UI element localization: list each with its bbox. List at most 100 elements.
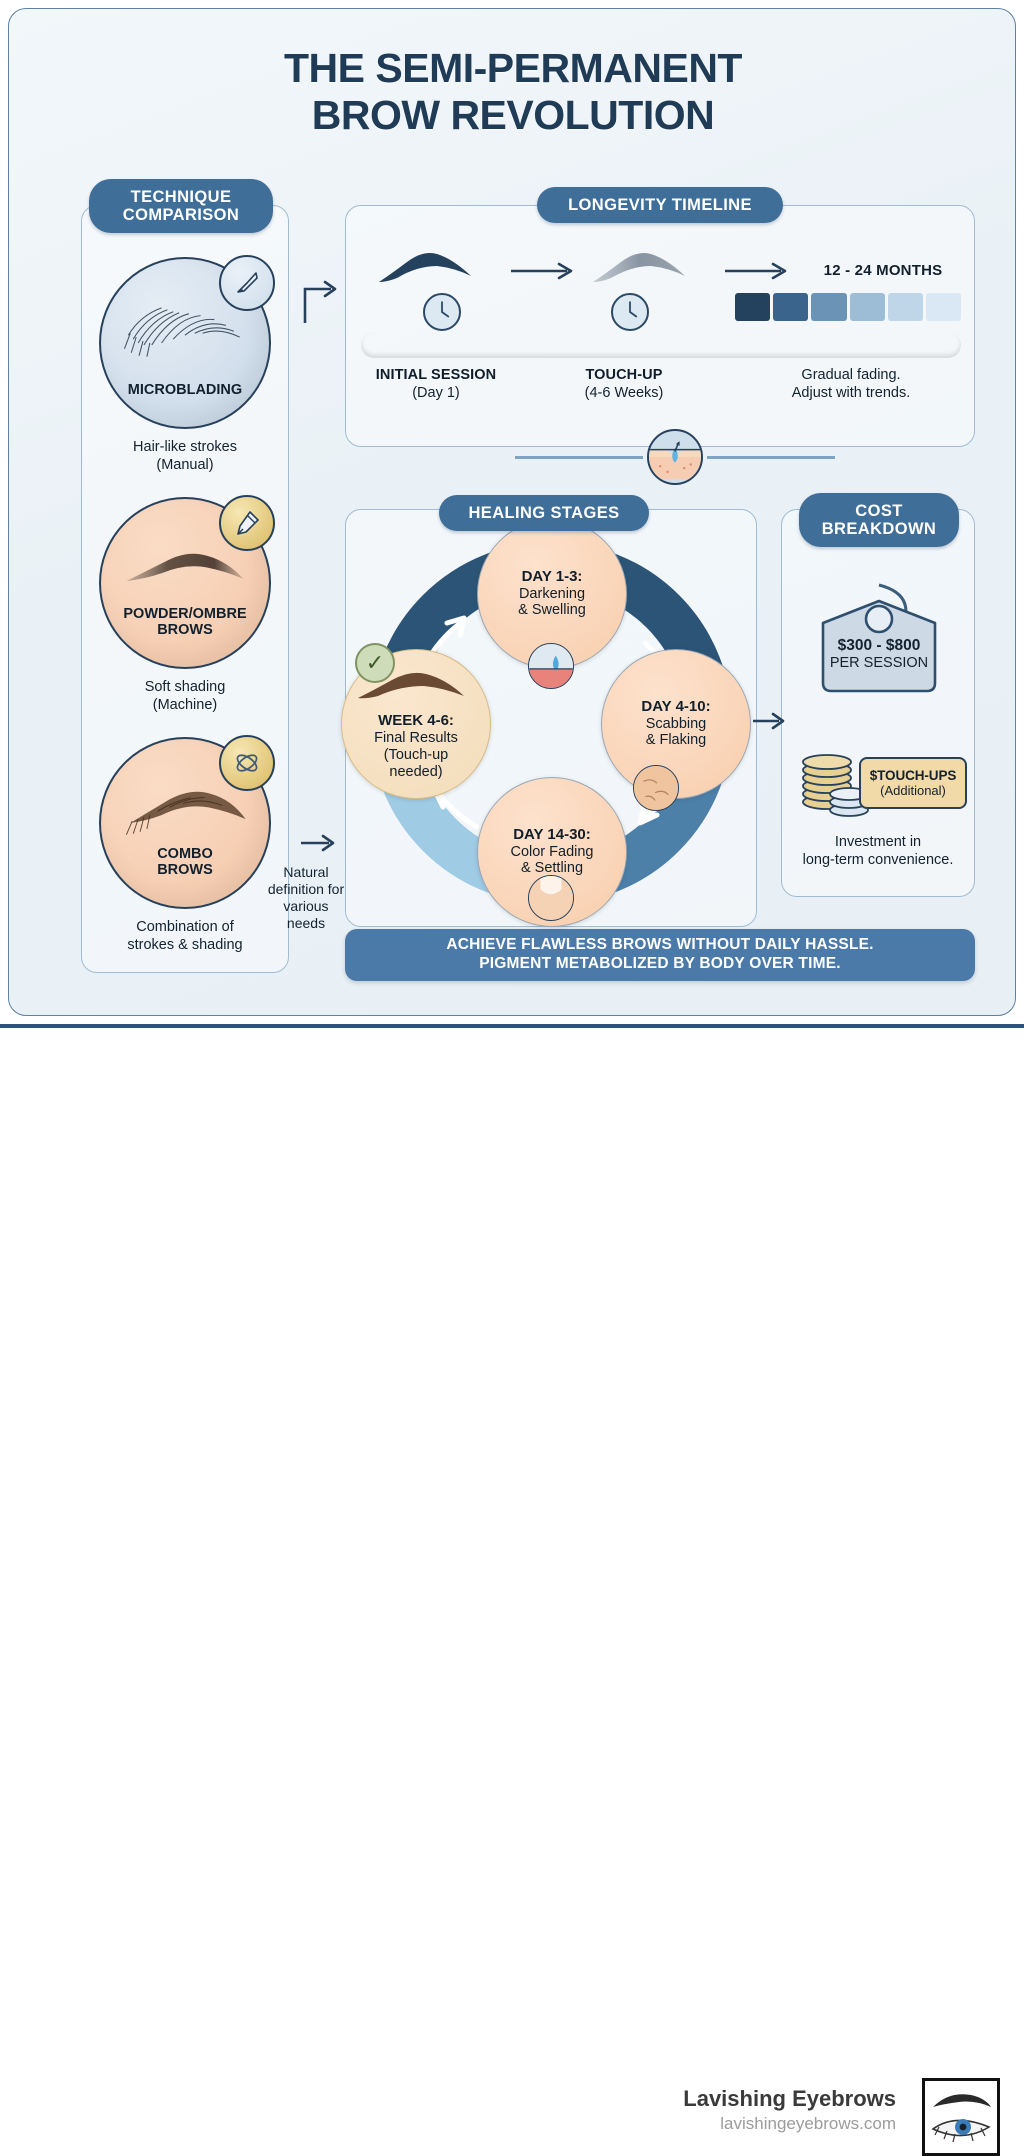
- connector-dash-left: [515, 456, 643, 459]
- technique-card-microblading[interactable]: MICROBLADING Hair-like strokes (Manual): [81, 255, 289, 475]
- fade-swatch: [925, 293, 962, 321]
- technique-card-combo[interactable]: COMBO BROWS Combination of strokes & sha…: [81, 735, 289, 955]
- stage-1-title: DAY 1-3:: [521, 567, 583, 585]
- price-tag-icon: [821, 583, 937, 693]
- combo-atom-icon: [219, 735, 275, 791]
- pigment-skin-layer-icon: [647, 429, 703, 485]
- stage-3-title: DAY 14-30:: [513, 825, 591, 843]
- fade-note-line-2: Adjust with trends.: [791, 384, 911, 401]
- stage-4-desc-2: (Touch-up: [383, 746, 449, 763]
- technique-heading-line-2: COMPARISON: [122, 206, 240, 224]
- stage-1-desc-2: & Swelling: [518, 602, 586, 619]
- powder-ombre-illustration: POWDER/OMBRE BROWS: [99, 495, 275, 669]
- brand-website: lavishingeyebrows.com: [720, 2114, 896, 2133]
- brand-block: Lavishing Eyebrows lavishingeyebrows.com: [683, 2086, 896, 2134]
- microblading-description: Hair-like strokes (Manual): [81, 438, 289, 475]
- touchup-cost-tag: $TOUCH-UPS (Additional): [859, 757, 967, 809]
- timeline-progress-bar: [361, 332, 961, 358]
- stage-3-desc-1: Color Fading: [510, 843, 594, 860]
- blade-icon: [219, 255, 275, 311]
- hair-stroke-brow-icon: [123, 307, 240, 357]
- check-icon: ✓: [355, 643, 395, 683]
- months-label: 12 - 24 MONTHS: [823, 262, 943, 279]
- cost-breakdown-heading: COST BREAKDOWN: [799, 493, 959, 547]
- longevity-timeline-heading: LONGEVITY TIMELINE: [537, 187, 783, 223]
- fade-swatch: [735, 293, 771, 321]
- healing-cycle-ring: DAY 1-3: Darkening & Swelling DAY 4-10: …: [341, 519, 751, 927]
- microblading-sub-1: Hair-like strokes: [133, 439, 237, 455]
- cost-breakdown-panel: [781, 509, 975, 897]
- timeline-step-touchup: TOUCH-UP (4-6 Weeks): [549, 367, 699, 402]
- timeline-step-initial: INITIAL SESSION (Day 1): [361, 367, 511, 402]
- connector-arrow-to-cost: [753, 712, 785, 730]
- price-unit: PER SESSION: [829, 655, 929, 671]
- clock-icon-initial: [423, 293, 461, 331]
- connector-dash-right: [707, 456, 835, 459]
- connector-arrow-to-timeline: [303, 280, 337, 323]
- timeline-step-initial-sub: (Day 1): [412, 384, 460, 401]
- final-brow-icon: [358, 672, 464, 699]
- timeline-step-initial-title: INITIAL SESSION: [375, 367, 497, 383]
- natural-definition-note: Natural definition for various needs: [267, 864, 345, 932]
- combo-sub-1: Combination of: [136, 919, 234, 935]
- powder-ombre-description: Soft shading (Machine): [81, 678, 289, 715]
- timeline-illustration-row: 12 - 24 MONTHS: [361, 244, 961, 314]
- timeline-fade-note: Gradual fading. Adjust with trends.: [761, 367, 941, 402]
- page-title: THE SEMI-PERMANENT BROW REVOLUTION: [9, 45, 1015, 138]
- settled-skin-icon: [528, 875, 574, 921]
- powder-ombre-label-1: POWDER/OMBRE: [123, 606, 247, 623]
- powder-brow-icon: [126, 553, 244, 582]
- infographic-poster: THE SEMI-PERMANENT BROW REVOLUTION TECHN…: [8, 8, 1016, 1016]
- cost-heading-line-1: COST: [855, 501, 903, 520]
- clock-icon-touchup: [611, 293, 649, 331]
- touchup-sub: (Additional): [880, 783, 946, 798]
- fade-note-line-1: Gradual fading.: [801, 367, 901, 383]
- healing-stages-heading: HEALING STAGES: [439, 495, 649, 531]
- touchup-label: $TOUCH-UPS: [869, 768, 957, 783]
- technique-comparison-heading: TECHNIQUE COMPARISON: [89, 179, 273, 233]
- title-line-2: BROW REVOLUTION: [311, 91, 715, 138]
- machine-pen-icon: [219, 495, 275, 551]
- footer-divider: [0, 1024, 1024, 1028]
- banner-line-2: PIGMENT METABOLIZED BY BODY OVER TIME.: [479, 955, 841, 972]
- combo-label-2: BROWS: [157, 862, 213, 879]
- footer: Lavishing Eyebrows lavishingeyebrows.com: [0, 1028, 1024, 2156]
- cost-note-line-1: Investment in: [834, 834, 922, 850]
- cost-note-line-2: long-term convenience.: [802, 852, 954, 869]
- price-range: $300 - $800: [837, 637, 921, 654]
- fade-swatch-strip: [735, 293, 962, 321]
- cost-investment-note: Investment in long-term convenience.: [785, 833, 971, 870]
- powder-ombre-sub-1: Soft shading: [144, 679, 226, 695]
- eye-brow-logo-icon: [922, 2078, 1000, 2156]
- technique-heading-line-1: TECHNIQUE: [130, 187, 232, 206]
- microblading-sub-2: (Manual): [156, 457, 214, 474]
- combo-label: COMBO BROWS: [101, 846, 269, 879]
- stage-2-title: DAY 4-10:: [641, 697, 711, 715]
- price-tag-text: $300 - $800 PER SESSION: [809, 637, 949, 671]
- faded-brow-icon: [593, 253, 685, 282]
- stage-1-desc-1: Darkening: [518, 585, 586, 602]
- stage-3-desc-2: & Settling: [520, 860, 584, 877]
- stage-2-desc-1: Scabbing: [645, 715, 707, 732]
- fresh-brow-icon: [379, 253, 471, 282]
- stage-2-desc-2: & Flaking: [645, 732, 707, 749]
- microblading-label: MICROBLADING: [127, 382, 243, 399]
- fade-swatch: [811, 293, 847, 321]
- stage-4-desc-3: needed): [389, 763, 443, 780]
- brand-name: Lavishing Eyebrows: [683, 2086, 896, 2111]
- cost-heading-line-2: BREAKDOWN: [821, 520, 937, 538]
- connector-arrow-to-healing: [301, 834, 335, 852]
- banner-line-1: ACHIEVE FLAWLESS BROWS WITHOUT DAILY HAS…: [446, 936, 874, 954]
- stage-4-desc-1: Final Results: [374, 730, 458, 747]
- fade-swatch: [887, 293, 923, 321]
- combo-illustration: COMBO BROWS: [99, 735, 275, 909]
- combo-description: Combination of strokes & shading: [81, 918, 289, 955]
- microblading-illustration: MICROBLADING: [99, 255, 275, 429]
- powder-ombre-label-2: BROWS: [157, 622, 213, 639]
- combo-sub-2: strokes & shading: [127, 937, 243, 954]
- combo-brow-icon: [125, 791, 246, 835]
- fade-swatch: [849, 293, 885, 321]
- combo-label-1: COMBO: [157, 846, 213, 863]
- technique-card-powder-ombre[interactable]: POWDER/OMBRE BROWS Soft shading (Machine…: [81, 495, 289, 715]
- powder-ombre-sub-2: (Machine): [152, 697, 218, 714]
